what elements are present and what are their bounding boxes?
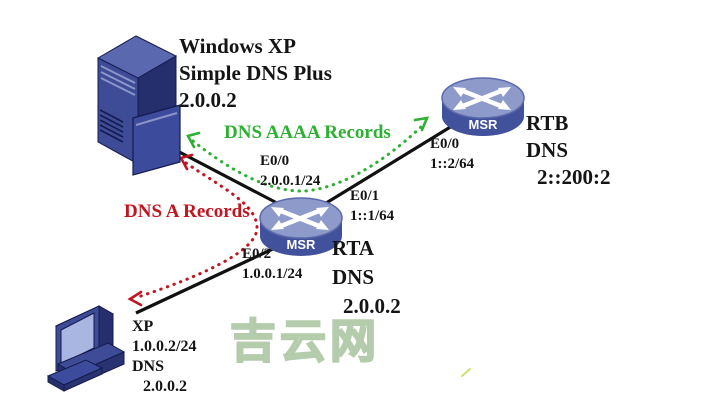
client-label-line: XP: [132, 318, 154, 335]
interface-name: E0/2: [242, 246, 272, 262]
router-rta-icon: MSR: [259, 197, 343, 256]
server-label: Windows XP Simple DNS Plus 2.0.0.2: [179, 33, 332, 114]
rtb-label-line: DNS: [526, 138, 569, 162]
flow-aaaa-label: DNS AAAA Records: [224, 122, 391, 143]
router-rtb-icon: MSR: [441, 77, 525, 136]
rta-label: RTA DNS 2.0.0.2: [332, 234, 401, 321]
interface-label-rta-e01: E0/1 1::1/64: [350, 186, 394, 226]
server-label-line: Windows XP: [179, 34, 296, 58]
flow-aaaa-arrowhead-rtb: [413, 116, 430, 132]
interface-address: 1.0.0.1/24: [242, 266, 303, 282]
interface-name: E0/0: [260, 153, 290, 169]
client-label: XP 1.0.0.2/24 DNS 2.0.0.2: [132, 317, 196, 397]
server-tower-icon: [96, 35, 181, 176]
interface-label-rtb-e00: E0/0 1::2/64: [430, 134, 474, 174]
client-pc-icon: [46, 305, 126, 392]
link-rta-client: [135, 238, 293, 315]
server-label-line: Simple DNS Plus: [179, 61, 332, 85]
server-disk-panel: [132, 104, 181, 176]
flow-a-arrowhead-client: [127, 290, 143, 307]
server-label-line: 2.0.0.2: [179, 88, 237, 112]
rtb-label: RTB DNS 2::200:2: [526, 110, 610, 191]
interface-name: E0/1: [350, 188, 380, 204]
rtb-label-line: 2::200:2: [537, 165, 611, 189]
flow-a-path: [136, 161, 259, 299]
stray-mark: [461, 368, 471, 377]
rta-label-line: RTA: [332, 236, 375, 260]
interface-address: 1::1/64: [350, 208, 395, 224]
flow-aaaa-arrowhead-server: [186, 131, 201, 149]
client-label-line: DNS: [132, 358, 165, 375]
client-label-line: 2.0.0.2: [143, 378, 187, 395]
flow-aaaa-path: [191, 123, 425, 193]
client-pc-screen: [60, 312, 95, 365]
watermark-text: 吉云网: [229, 313, 380, 369]
interface-label-rta-e02: E0/2 1.0.0.1/24: [242, 244, 302, 284]
flow-a-arrowhead-server: [179, 153, 194, 171]
rta-label-line: 2.0.0.2: [343, 294, 401, 318]
rtb-label-line: RTB: [526, 111, 569, 135]
interface-address: 1::2/64: [430, 156, 475, 172]
rta-label-line: DNS: [332, 265, 375, 289]
interface-name: E0/0: [430, 136, 460, 152]
flow-a-label: DNS A Records: [124, 201, 250, 222]
router-rta-model-text: MSR: [287, 237, 317, 252]
link-rta-rtb: [317, 124, 453, 210]
client-label-line: 1.0.0.2/24: [132, 338, 197, 355]
interface-address: 2.0.0.1/24: [260, 173, 321, 189]
router-rtb-model-text: MSR: [469, 117, 499, 132]
interface-label-rta-e00: E0/0 2.0.0.1/24: [260, 151, 320, 191]
